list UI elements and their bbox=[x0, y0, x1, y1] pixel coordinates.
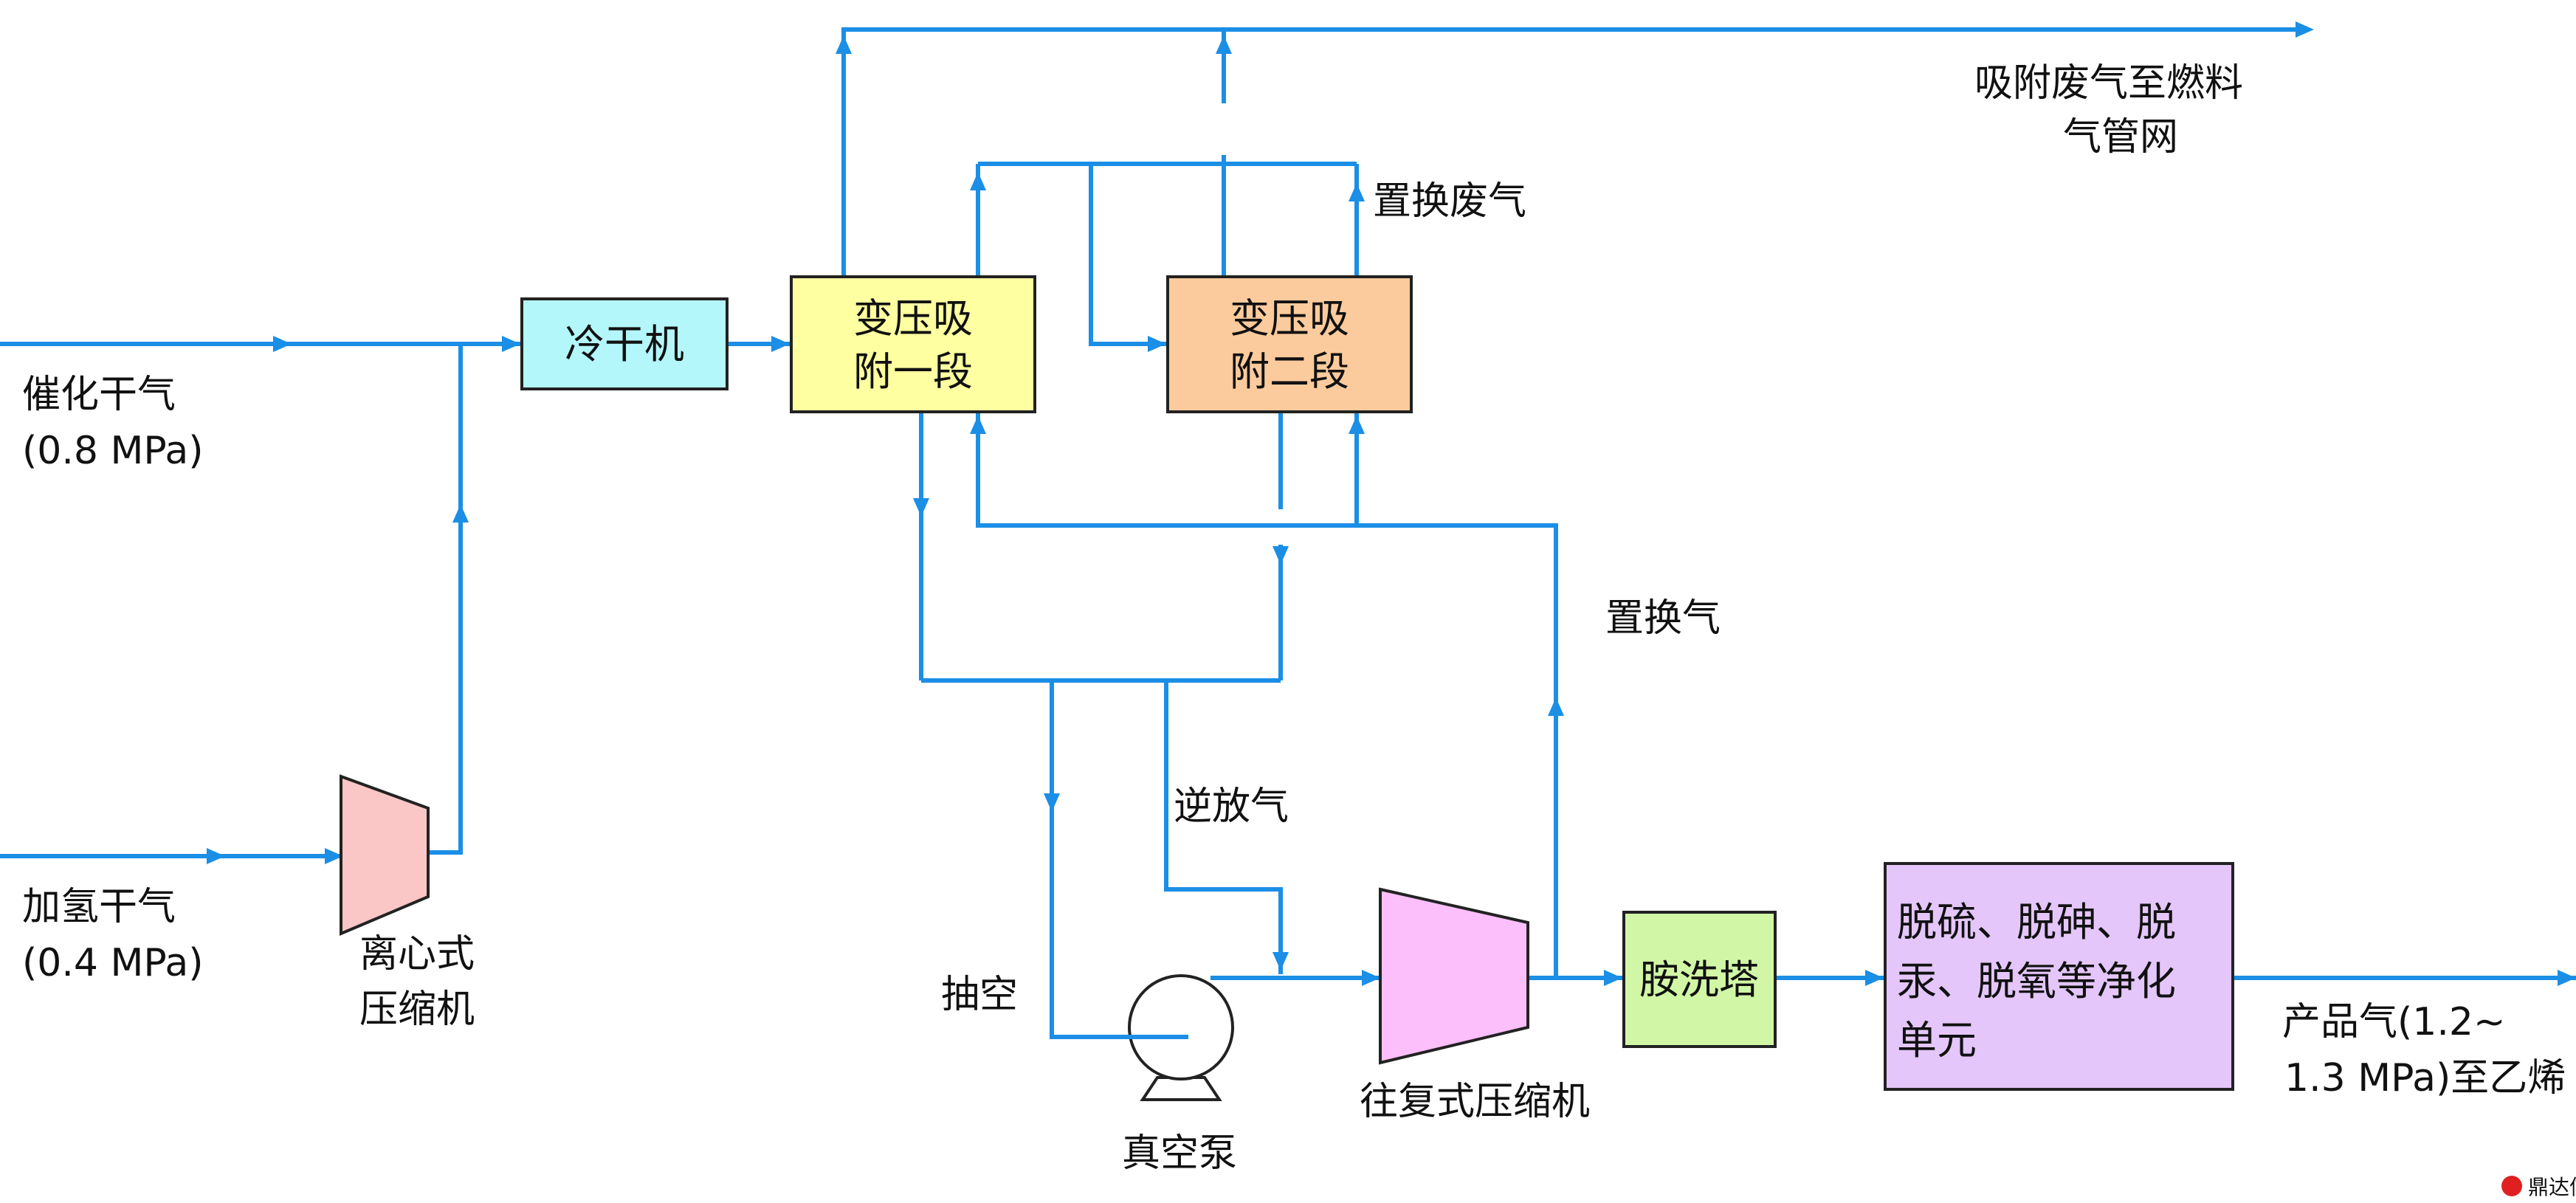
waste-to-psa2-line bbox=[1089, 164, 1166, 346]
arrow-compressor-discharge bbox=[1604, 970, 1622, 986]
purification-box bbox=[1884, 862, 2234, 1091]
psa-stage2-label-1: 变压吸 bbox=[1230, 295, 1349, 342]
psa-stage1-label-1: 变压吸 bbox=[853, 295, 973, 342]
arrow-replacement-gas-up bbox=[1548, 697, 1564, 716]
replacement-gas-line bbox=[976, 412, 1558, 978]
cold-dryer-box bbox=[520, 297, 729, 390]
tail-gas-label-2: 气管网 bbox=[2063, 115, 2178, 159]
watermark: 鼎达信 bbox=[2501, 1175, 2576, 1199]
arrow-replace-psa2 bbox=[1349, 183, 1365, 201]
vacuum-pump: 真空泵 bbox=[1052, 974, 1237, 1176]
arrow-dryer-to-psa1 bbox=[771, 336, 790, 352]
flow-lines bbox=[0, 27, 2576, 1039]
centrifugal-compressor-label-2: 压缩机 bbox=[359, 987, 475, 1032]
hydro-dry-gas-pressure: (0.4 MPa) bbox=[22, 941, 204, 985]
centrifugal-compressor-symbol bbox=[340, 774, 430, 937]
reciprocating-compressor-label: 往复式压缩机 bbox=[1360, 1080, 1590, 1124]
arrow-replacement-psa1 bbox=[970, 416, 986, 434]
arrow-replace-psa1 bbox=[970, 172, 986, 190]
arrow-waste-to-psa2 bbox=[1148, 336, 1166, 352]
arrow-replacement-psa2 bbox=[1349, 416, 1365, 434]
arrow-hydro-to-compressor bbox=[325, 848, 343, 864]
cold-dryer-unit: 冷干机 bbox=[520, 297, 729, 390]
purification-unit: 脱硫、脱砷、脱 汞、脱氧等净化 单元 bbox=[1884, 862, 2234, 1091]
replacement-gas-label: 置换气 bbox=[1605, 596, 1721, 641]
arrow-psa2-release bbox=[1272, 546, 1289, 565]
arrow-tail-psa1 bbox=[836, 35, 852, 54]
amine-tower-label: 胺洗塔 bbox=[1639, 956, 1759, 1003]
reciprocating-compressor: 往复式压缩机 bbox=[1360, 887, 1590, 1124]
arrow-tail-psa2 bbox=[1216, 35, 1232, 54]
stream-labels: 催化干气 (0.8 MPa) 加氢干气 (0.4 MPa) 吸附废气至燃料 气管… bbox=[22, 61, 2566, 1100]
hydro-dry-gas-label: 加氢干气 bbox=[22, 885, 176, 929]
arrow-fcc-feed bbox=[273, 336, 292, 352]
arrow-amine-to-purify bbox=[1865, 970, 1884, 986]
product-label-1: 产品气(1.2~ bbox=[2282, 1000, 2506, 1044]
arrow-pump-discharge bbox=[1362, 970, 1380, 986]
reverse-release-label: 逆放气 bbox=[1174, 785, 1289, 829]
arrow-tail-header-end bbox=[2296, 21, 2314, 38]
replacement-waste-label: 置换废气 bbox=[1373, 179, 1526, 224]
arrow-fcc-to-dryer bbox=[502, 336, 520, 352]
psa-stage1-label-2: 附一段 bbox=[853, 348, 973, 395]
fcc-dry-gas-pressure: (0.8 MPa) bbox=[22, 429, 204, 473]
tail-gas-label-1: 吸附废气至燃料 bbox=[1974, 61, 2243, 106]
arrow-psa1-release bbox=[913, 498, 929, 517]
release-to-discharge-line bbox=[1164, 680, 1283, 974]
centrifugal-compressor: 离心式 压缩机 bbox=[340, 774, 475, 1032]
psa-stage1-box bbox=[790, 275, 1036, 413]
product-label-2: 1.3 MPa)至乙烯 bbox=[2284, 1056, 2566, 1100]
evacuation-label: 抽空 bbox=[941, 973, 1018, 1017]
psa-stage2-label-2: 附二段 bbox=[1230, 348, 1349, 395]
vacuum-pump-label: 真空泵 bbox=[1122, 1131, 1237, 1176]
reciprocating-compressor-symbol bbox=[1379, 887, 1529, 1065]
watermark-logo-icon bbox=[2501, 1176, 2522, 1196]
amine-tower-box bbox=[1622, 911, 1777, 1048]
arrow-product bbox=[2558, 970, 2576, 986]
vacuum-pump-symbol bbox=[1128, 974, 1234, 1080]
arrow-centrifugal-riser bbox=[452, 504, 469, 523]
arrow-hydro-feed bbox=[207, 848, 225, 864]
arrow-evacuation-down bbox=[1044, 793, 1060, 812]
watermark-text: 鼎达信 bbox=[2528, 1175, 2576, 1199]
purification-label-2: 汞、脱氧等净化 bbox=[1897, 958, 2176, 1004]
centrifugal-compressor-label-1: 离心式 bbox=[359, 932, 475, 976]
purification-label-3: 单元 bbox=[1897, 1017, 1977, 1064]
psa-stage1-unit: 变压吸 附一段 bbox=[790, 275, 1036, 413]
vacuum-pump-base bbox=[1140, 1076, 1222, 1101]
psa-stage2-box bbox=[1166, 275, 1413, 413]
centrifugal-outlet-line bbox=[428, 344, 463, 855]
cold-dryer-label: 冷干机 bbox=[565, 321, 684, 368]
fcc-dry-gas-label: 催化干气 bbox=[22, 373, 176, 417]
tail-gas-header bbox=[841, 27, 2307, 277]
amine-tower-unit: 胺洗塔 bbox=[1622, 911, 1777, 1048]
psa-stage2-unit: 变压吸 附二段 bbox=[1166, 275, 1413, 413]
purification-label-1: 脱硫、脱砷、脱 bbox=[1897, 899, 2176, 945]
arrow-release-down bbox=[1272, 952, 1289, 971]
